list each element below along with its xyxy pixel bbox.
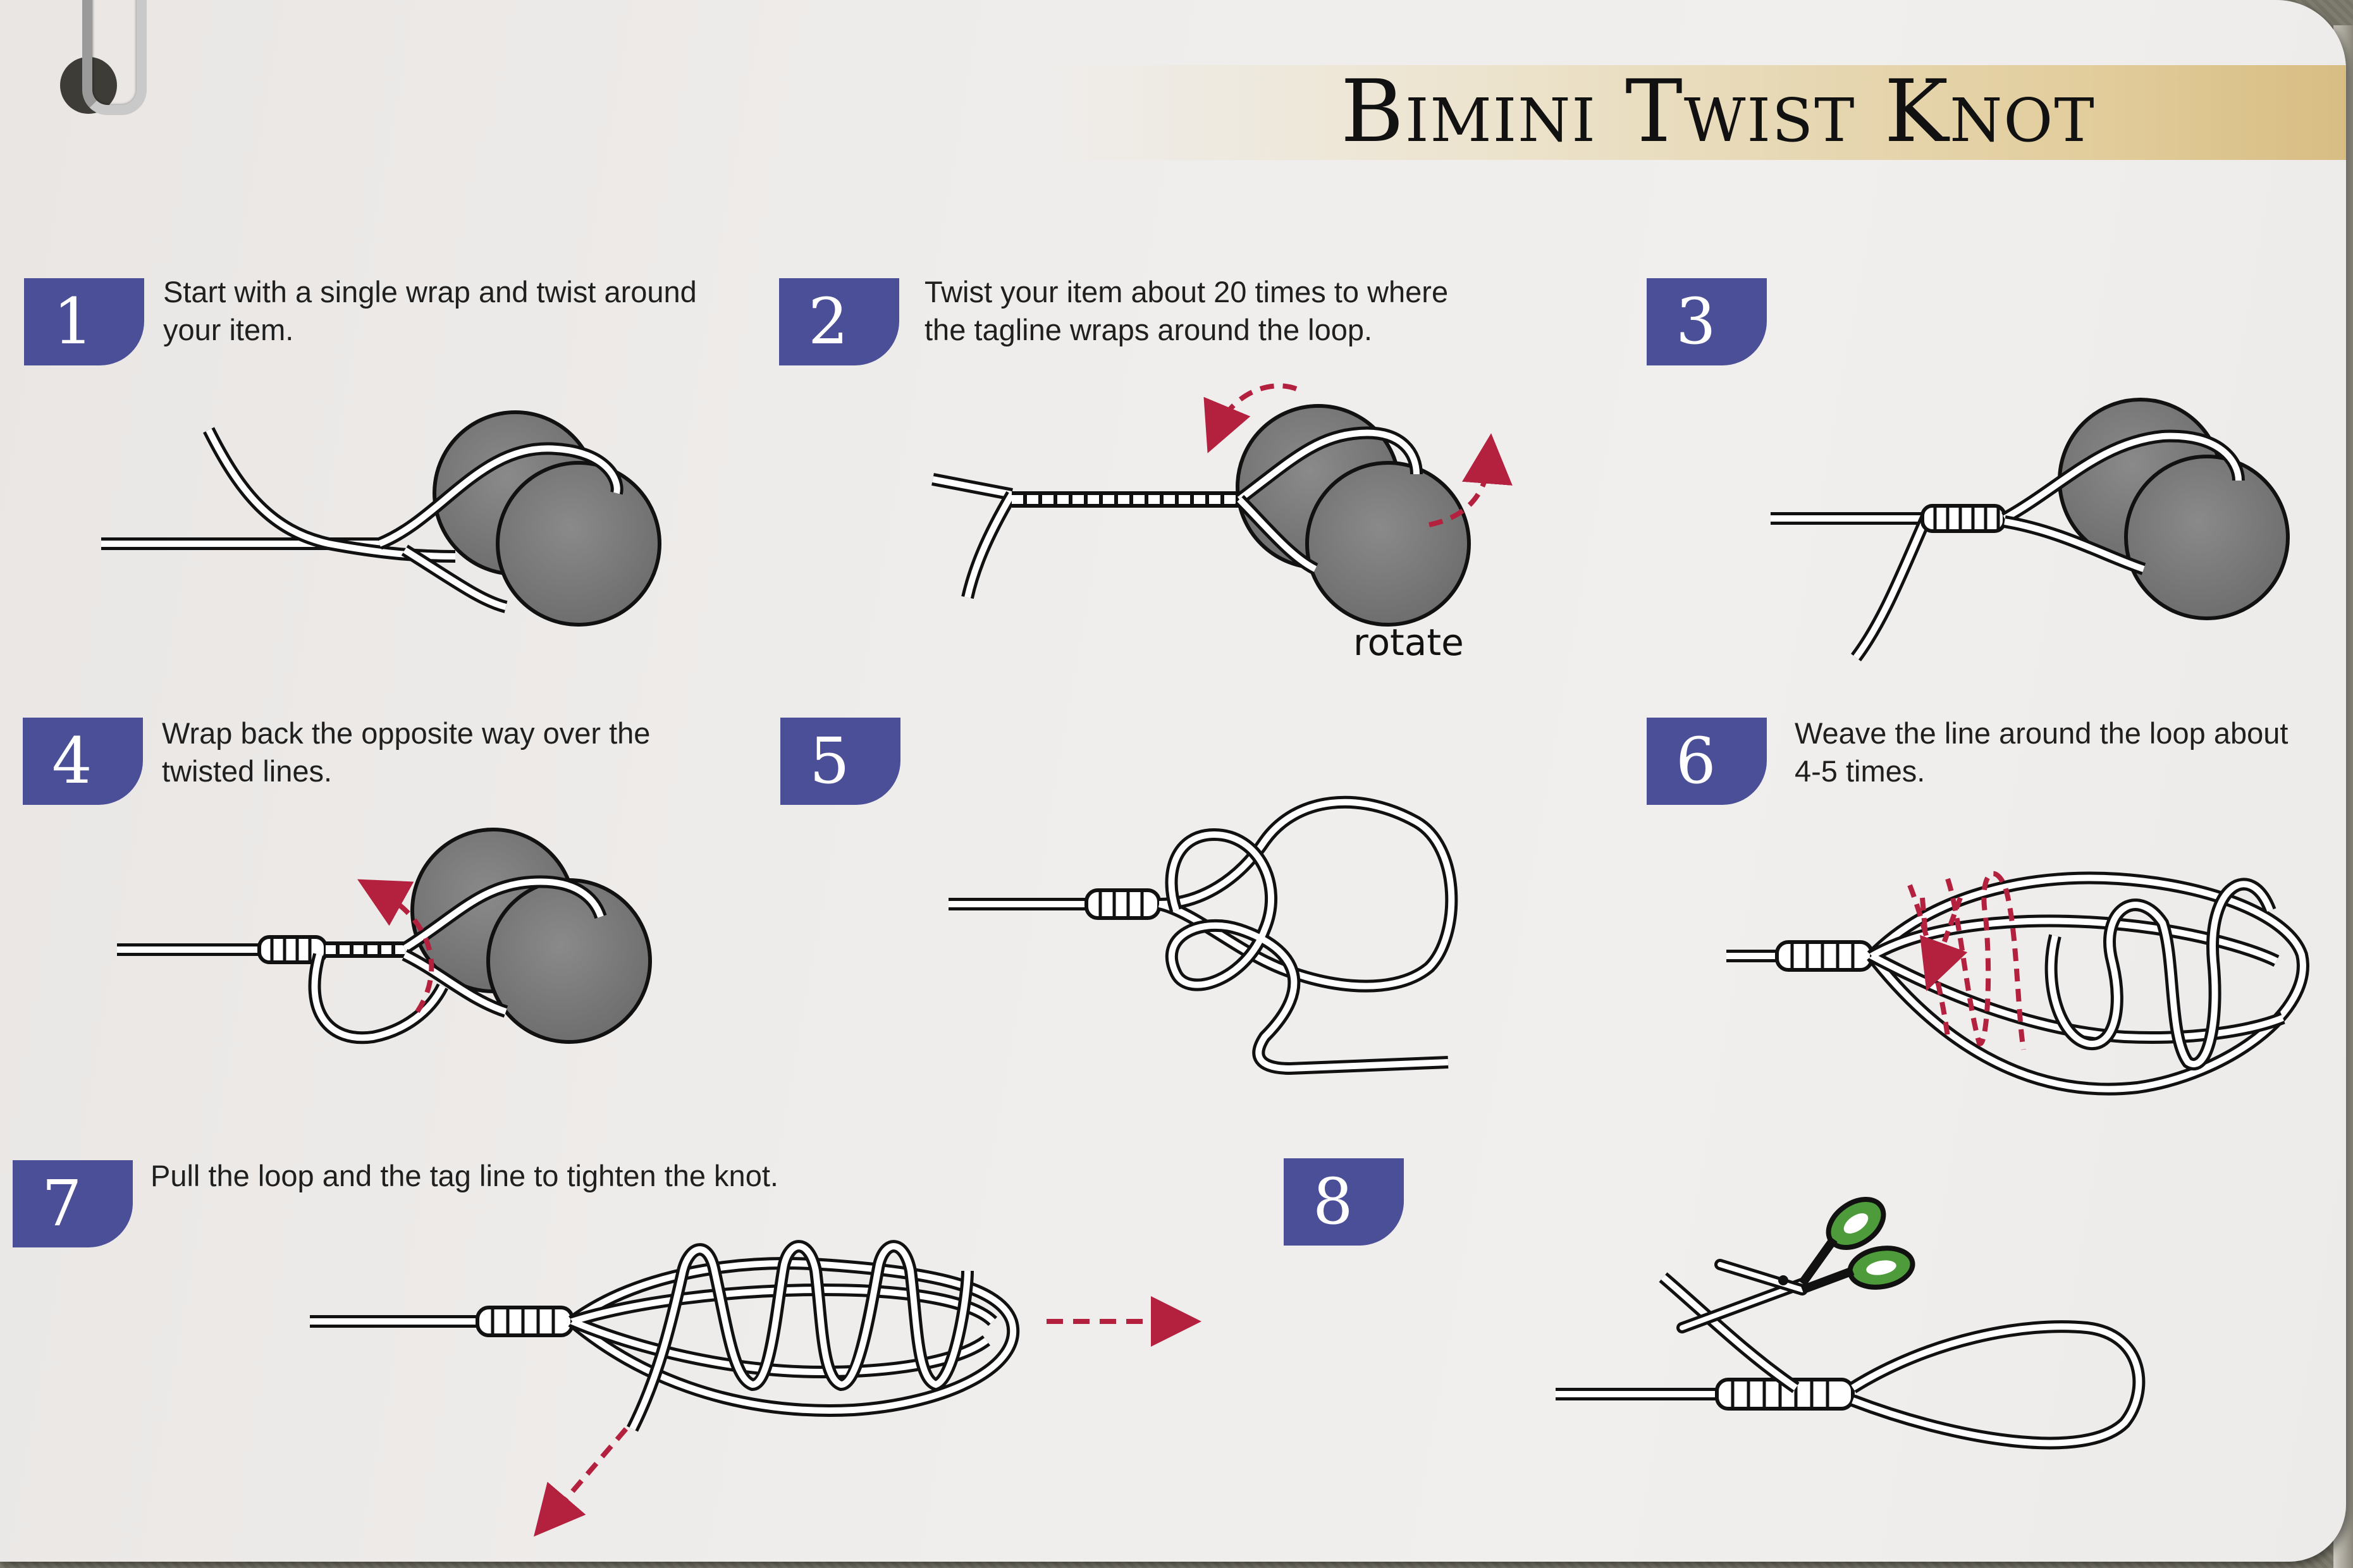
- step-1-line-2: your item.: [163, 313, 294, 346]
- step-4-badge: 4: [23, 718, 143, 805]
- step-1-illustration: [101, 410, 661, 627]
- step-2-text: Twist your item about 20 times to where …: [925, 273, 1448, 349]
- step-3-illustration: [1771, 398, 2290, 661]
- step-7-illustration: [310, 1240, 1201, 1537]
- step-6-line-1: Weave the line around the loop about: [1795, 716, 2288, 750]
- step-8-illustration: [1556, 1196, 2146, 1450]
- step-1-badge: 1: [24, 278, 144, 365]
- step-3-badge: 3: [1647, 278, 1767, 365]
- step-4-text: Wrap back the opposite way over the twis…: [162, 714, 650, 790]
- step-7-text: Pull the loop and the tag line to tighte…: [151, 1157, 778, 1195]
- title-band: [1050, 65, 2346, 160]
- step-2-badge: 2: [779, 278, 899, 365]
- step-6-illustration: [1726, 871, 2309, 1096]
- step-6-badge: 6: [1647, 718, 1767, 805]
- step-7-badge: 7: [13, 1160, 133, 1247]
- step-4-line-2: twisted lines.: [162, 754, 333, 788]
- step-5-illustration: [949, 795, 1458, 1075]
- step-8-badge: 8: [1284, 1158, 1404, 1246]
- step-1-text: Start with a single wrap and twist aroun…: [163, 273, 697, 349]
- step-6-line-2: 4-5 times.: [1795, 754, 1926, 788]
- page-title: Bimini Twist Knot: [1341, 62, 2096, 162]
- step-7-line-1: Pull the loop and the tag line to tighte…: [151, 1159, 778, 1192]
- step-1-line-1: Start with a single wrap and twist aroun…: [163, 275, 697, 309]
- step-2-illustration: [931, 383, 1513, 627]
- step-2-line-1: Twist your item about 20 times to where: [925, 275, 1449, 309]
- scissors-icon: [1676, 1196, 1915, 1333]
- step-6-text: Weave the line around the loop about 4-5…: [1795, 714, 2288, 790]
- step-4-illustration: [117, 828, 652, 1044]
- step-4-line-1: Wrap back the opposite way over the: [162, 716, 651, 750]
- binder-ring: [82, 0, 147, 115]
- step-2-line-2: the tagline wraps around the loop.: [925, 313, 1373, 346]
- step-5-badge: 5: [780, 718, 900, 805]
- rotate-label: rotate: [1353, 621, 1464, 664]
